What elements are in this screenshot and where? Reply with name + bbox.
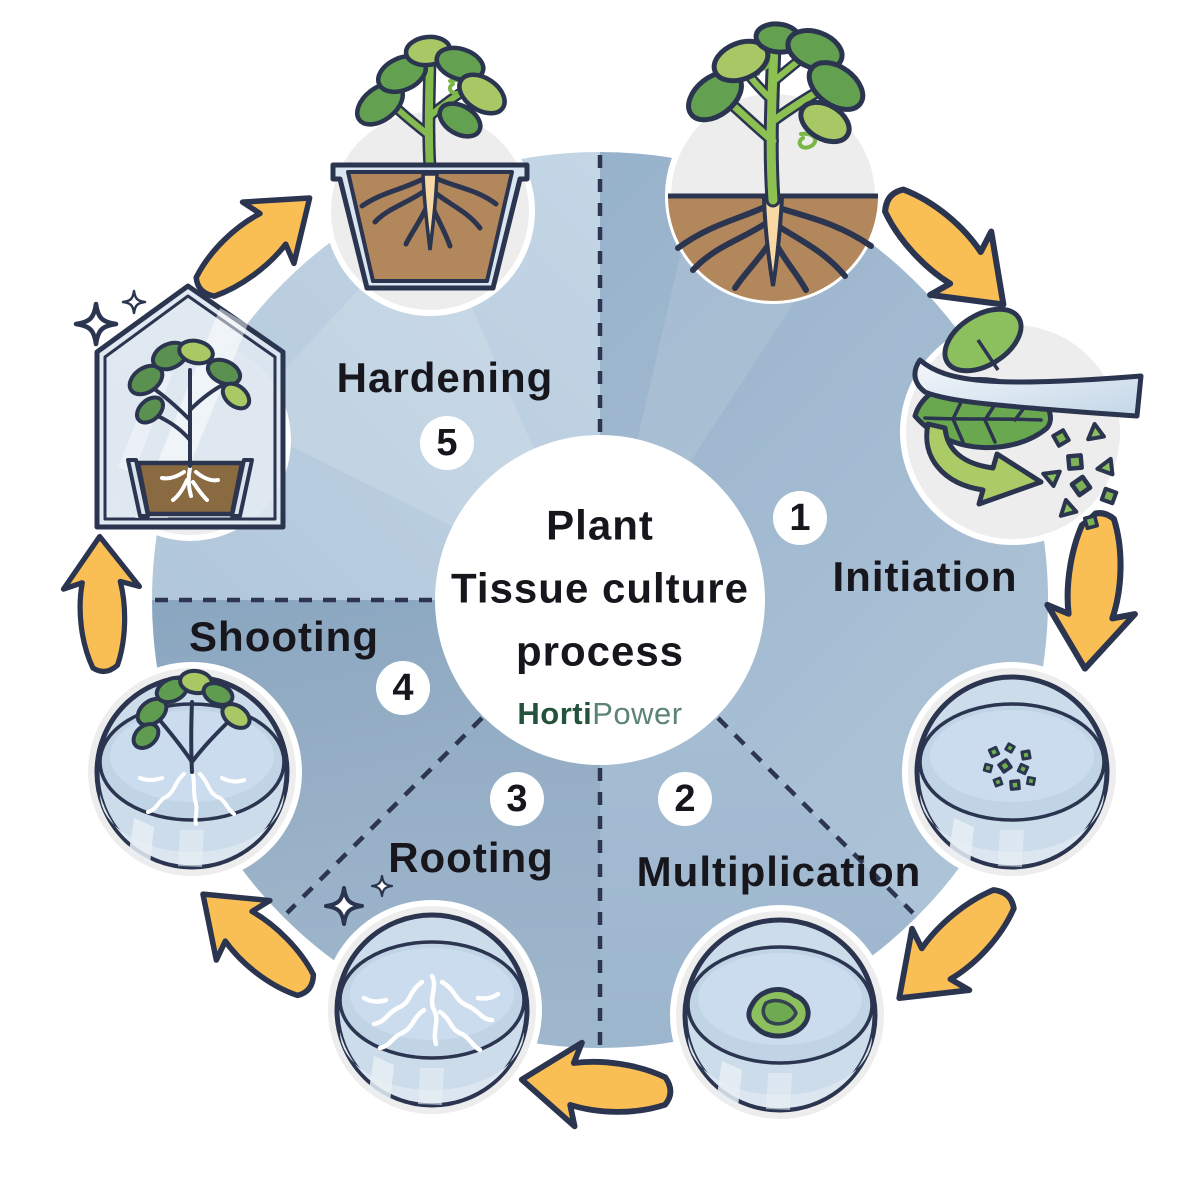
stage-number-rooting: 3 [490, 772, 544, 826]
petri-dish-shoots-icon [85, 665, 299, 879]
center-title: Plant Tissue culture process [451, 494, 749, 683]
sparkle-icon [76, 304, 116, 344]
title-line-2: Tissue culture [451, 564, 749, 612]
stage-label-shooting: Shooting [189, 613, 379, 660]
petri-dish-callus-icon [673, 908, 887, 1122]
stage-number-hardening: 5 [420, 416, 474, 470]
stage-label-initiation: Initiation [832, 553, 1018, 600]
title-line-3: process [515, 627, 685, 675]
stage-number-shooting: 4 [376, 661, 430, 715]
logo-light-part: Power [592, 696, 683, 731]
white-roots [160, 466, 220, 502]
hortipower-logo: HortiPower [517, 696, 682, 732]
mother-plant-icon [665, 21, 881, 304]
arrow-to-rooting-dish [518, 1038, 674, 1135]
leaf-cutting-scalpel-icon [900, 306, 1144, 545]
title-line-1: Plant [546, 501, 654, 549]
white-roots [361, 973, 501, 1053]
petri-dish-explants-icon [905, 665, 1119, 879]
potted-plant-roots-icon [325, 34, 535, 316]
stage-number-multiplication: 2 [658, 772, 712, 826]
logo-bold-part: Horti [517, 696, 593, 731]
stage-number-initiation: 1 [773, 491, 827, 545]
greenhouse-plant-icon [89, 283, 291, 541]
center-circle [435, 435, 765, 765]
white-roots [138, 770, 246, 826]
sparkle-icon [121, 289, 147, 315]
arrow-to-greenhouse [62, 535, 143, 673]
stage-label-rooting: Rooting [388, 834, 554, 881]
stage-label-hardening: Hardening [336, 354, 554, 401]
petri-dish-roots-icon [325, 903, 539, 1117]
stage-label-multiplication: Multiplication [636, 848, 922, 895]
